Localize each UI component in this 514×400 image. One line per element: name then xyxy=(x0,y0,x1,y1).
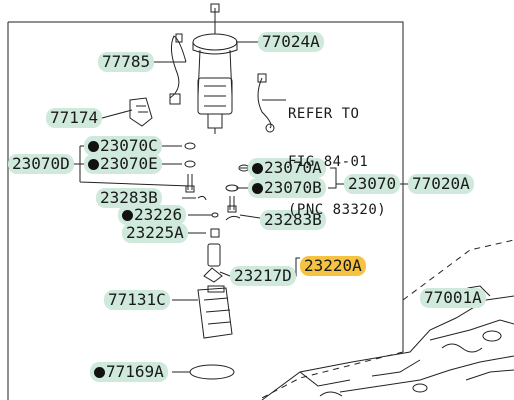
part-label-77169A[interactable]: 77169A xyxy=(90,362,168,382)
part-label-23283B-right[interactable]: 23283B xyxy=(260,210,326,230)
part-label-23283B-left[interactable]: 23283B xyxy=(96,188,162,208)
refer-note-line2[interactable]: FIG 84-01 xyxy=(288,154,369,170)
part-label-77785[interactable]: 77785 xyxy=(98,52,155,72)
part-label-23070[interactable]: 23070 xyxy=(344,174,401,194)
new-part-dot-icon xyxy=(252,183,263,194)
part-label-77131C[interactable]: 77131C xyxy=(104,290,170,310)
part-label-23226[interactable]: 23226 xyxy=(118,205,187,225)
part-label-23070A[interactable]: 23070A xyxy=(248,158,326,178)
refer-note: REFER TO FIG 84-01 (PNC 83320) xyxy=(288,74,386,234)
part-label-23225A[interactable]: 23225A xyxy=(122,223,188,243)
refer-note-line3: (PNC 83320) xyxy=(288,202,387,218)
part-label-23070E[interactable]: 23070E xyxy=(84,154,162,174)
part-label-77001A[interactable]: 77001A xyxy=(420,288,486,308)
part-label-23070C[interactable]: 23070C xyxy=(84,136,162,156)
frame-outline xyxy=(8,21,404,352)
tank-boundary-dashed xyxy=(257,351,404,400)
new-part-dot-icon xyxy=(94,367,105,378)
part-label-23217D[interactable]: 23217D xyxy=(230,266,296,286)
part-label-23070D[interactable]: 23070D xyxy=(8,154,74,174)
new-part-dot-icon xyxy=(88,159,99,170)
part-label-77020A[interactable]: 77020A xyxy=(408,174,474,194)
part-label-77174[interactable]: 77174 xyxy=(46,108,103,128)
part-label-23070B[interactable]: 23070B xyxy=(248,178,326,198)
new-part-dot-icon xyxy=(122,210,133,221)
new-part-dot-icon xyxy=(252,163,263,174)
new-part-dot-icon xyxy=(88,141,99,152)
part-label-77024A[interactable]: 77024A xyxy=(258,32,324,52)
refer-note-line1: REFER TO xyxy=(288,106,360,122)
part-label-23220A[interactable]: 23220A xyxy=(300,256,366,276)
